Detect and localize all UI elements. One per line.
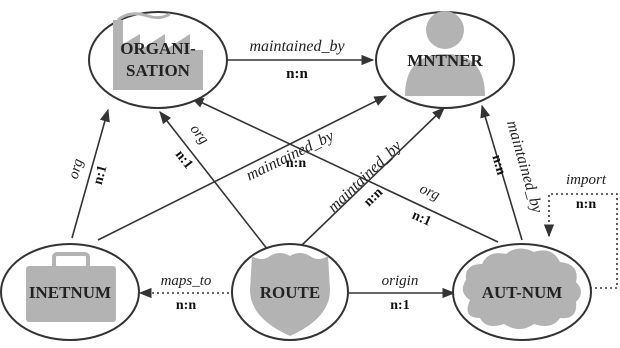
label-org-mntner-card: n:n [286,66,308,82]
label-autnum-self-name: import [566,172,607,188]
edge-autnum-self [543,193,618,289]
node-autnum-label: AUT-NUM [482,283,563,302]
label-inetnum-org-card: n:1 [91,164,111,187]
node-inetnum[interactable]: INETNUM [0,243,140,341]
label-autnum-mntner-name: maintained_by [503,119,546,216]
edges [71,54,618,299]
node-organisation[interactable]: ORGANI- SATION [88,11,228,109]
shield-icon [250,253,330,336]
label-autnum-self-card: n:n [576,197,596,212]
edge-inetnum-mntner [97,95,388,241]
edge-autnum-org [190,97,499,243]
edge-inetnum-org [71,108,110,239]
node-organisation-label-line1: ORGANI- [120,39,196,58]
edge-autnum-mntner [480,104,523,241]
edge-route-mntner [301,107,445,246]
label-org-mntner-name: maintained_by [249,38,345,55]
edge-route-org [159,110,269,251]
label-autnum-org-name: org [417,181,442,204]
factory-icon [113,12,203,90]
briefcase-icon [26,252,116,322]
node-mntner[interactable]: MNTNER [375,11,515,109]
label-route-mntner-card: n:n [361,185,386,210]
node-route-label: ROUTE [260,283,320,302]
node-route[interactable]: ROUTE [231,243,349,341]
label-route-org-name: org [187,122,212,148]
label-route-org-card: n:1 [172,148,196,173]
node-organisation-label-line2: SATION [126,61,191,80]
label-autnum-mntner-card: n:n [488,153,508,177]
label-inetnum-org-name: org [66,156,87,180]
label-route-autnum-card: n:1 [390,298,409,313]
label-autnum-org-card: n:1 [409,208,433,230]
person-icon [405,11,485,96]
label-route-autnum-name: origin [382,273,419,289]
label-route-inetnum-name: maps_to [161,273,212,289]
cloud-icon [462,248,581,329]
label-autnum-org-card-a: n:n [286,156,306,171]
node-mntner-label: MNTNER [407,51,483,70]
node-inetnum-label: INETNUM [29,283,111,302]
label-route-inetnum-card: n:n [176,298,196,313]
node-autnum[interactable]: AUT-NUM [452,243,592,341]
